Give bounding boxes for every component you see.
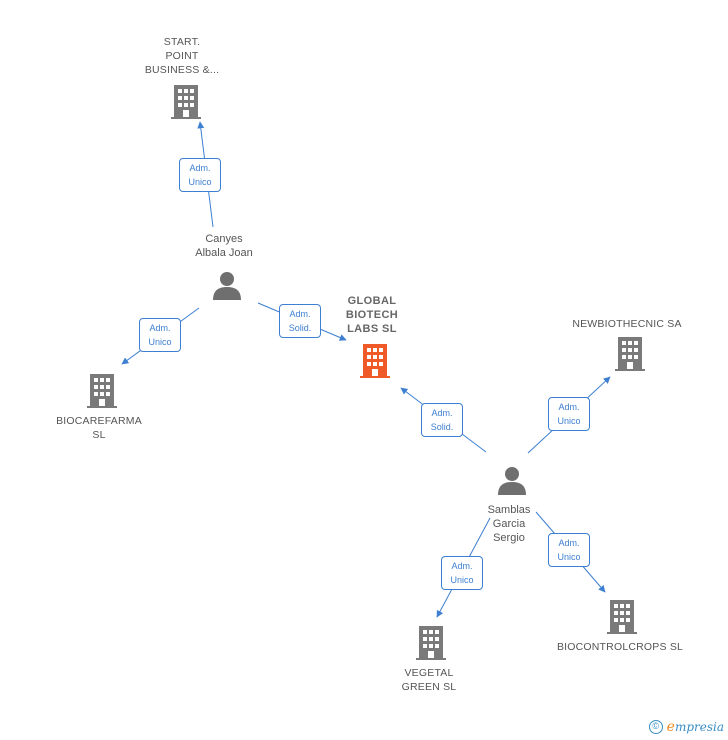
building-icon[interactable] [415, 625, 447, 661]
brand-name: mpresia [674, 720, 724, 734]
person-label-line: Garcia [492, 518, 526, 530]
building-icon[interactable] [86, 373, 118, 409]
vegetal-green-label[interactable]: VEGETAL GREEN SL [384, 666, 474, 694]
building-icon-highlighted[interactable] [359, 343, 391, 379]
biocarefarma-label-line: BIOCAREFARMA [56, 415, 142, 427]
person-icon[interactable] [211, 270, 243, 302]
person-label-line: Albala Joan [195, 247, 253, 259]
edge-label-canyes-center[interactable]: Adm. Solid. [279, 304, 321, 338]
edge-label-role: Adm. [289, 309, 311, 319]
building-icon[interactable] [606, 599, 638, 635]
empresia-watermark: © empresia [648, 718, 724, 736]
newbiothecnic-label-line: NEWBIOTHECNIC SA [572, 318, 682, 330]
person-label-line: Samblas [487, 504, 531, 516]
edge-label-role: Adm. [431, 408, 453, 418]
biocarefarma-label-line: SL [92, 429, 106, 441]
edge-label-canyes-start-point[interactable]: Adm. Unico [179, 158, 221, 192]
vegetal-green-label-line: GREEN SL [401, 681, 457, 693]
copyright-icon: © [648, 720, 663, 734]
person-icon[interactable] [496, 465, 528, 497]
newbiothecnic-label[interactable]: NEWBIOTHECNIC SA [562, 317, 692, 331]
brand-initial: e [666, 719, 675, 735]
center-label-line: LABS SL [347, 323, 397, 335]
biocontrolcrops-label[interactable]: BIOCONTROLCROPS SL [545, 640, 695, 654]
building-icon[interactable] [170, 84, 202, 120]
edge-label-samblas-newbiothecnic[interactable]: Adm. Unico [548, 397, 590, 431]
center-label-line: GLOBAL [347, 295, 397, 307]
biocontrolcrops-label-line: BIOCONTROLCROPS SL [556, 641, 684, 653]
center-label-line: BIOTECH [345, 309, 399, 321]
edge-label-type: Unico [557, 552, 581, 562]
edge-label-samblas-vegetal-green[interactable]: Adm. Unico [441, 556, 483, 590]
person-label-line: Sergio [493, 532, 525, 544]
edge-label-samblas-center[interactable]: Adm. Solid. [421, 403, 463, 437]
edge-label-type: Unico [188, 177, 212, 187]
vegetal-green-label-line: VEGETAL [404, 667, 454, 679]
edge-label-type: Unico [148, 337, 172, 347]
biocarefarma-label[interactable]: BIOCAREFARMA SL [44, 414, 154, 442]
brand-logo: empresia [667, 719, 724, 735]
edge-label-role: Adm. [149, 323, 171, 333]
start-point-label-line: POINT [165, 50, 199, 62]
start-point-label[interactable]: START. POINT BUSINESS &... [132, 35, 232, 77]
global-biotech-labs-label[interactable]: GLOBAL BIOTECH LABS SL [322, 294, 422, 336]
edge-label-type: Solid. [430, 422, 454, 432]
start-point-label-line: START. [163, 36, 201, 48]
edge-label-role: Adm. [451, 561, 473, 571]
samblas-garcia-sergio-label[interactable]: Samblas Garcia Sergio [464, 503, 554, 545]
edge-label-role: Adm. [189, 163, 211, 173]
edge-label-type: Unico [450, 575, 474, 585]
edge-label-role: Adm. [558, 402, 580, 412]
person-label-line: Canyes [205, 233, 243, 245]
start-point-label-line: BUSINESS &... [144, 64, 220, 76]
edge-label-samblas-biocontrolcrops[interactable]: Adm. Unico [548, 533, 590, 567]
edge-label-type: Unico [557, 416, 581, 426]
canyes-albala-joan-label[interactable]: Canyes Albala Joan [174, 232, 274, 260]
edge-label-role: Adm. [558, 538, 580, 548]
edge-label-type: Solid. [288, 323, 312, 333]
building-icon[interactable] [614, 336, 646, 372]
edge-label-canyes-biocarefarma[interactable]: Adm. Unico [139, 318, 181, 352]
